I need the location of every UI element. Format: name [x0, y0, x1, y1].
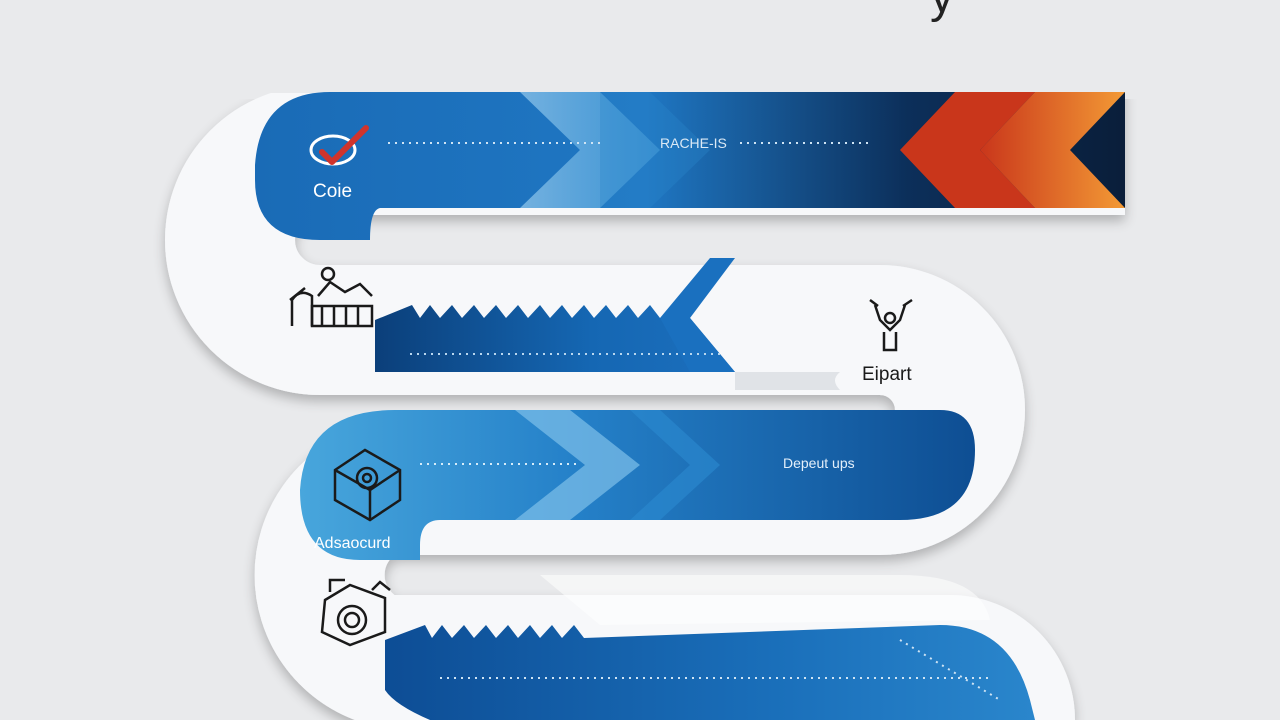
band-3: Depeut ups [300, 410, 975, 560]
robot-arm-icon [869, 298, 913, 352]
checkmark-icon [309, 125, 369, 166]
band-1: RACHE-IS [255, 92, 1125, 240]
orange-chevron-left [900, 92, 1035, 208]
factory-icon [289, 266, 374, 328]
stage-3-label: Eipart [862, 364, 912, 385]
gear-box-icon [333, 448, 402, 522]
stage-1-label: Coie [313, 181, 352, 202]
band-2 [375, 258, 840, 390]
title-fragment: y [930, 0, 954, 23]
engine-icon [320, 578, 391, 647]
band-4 [385, 575, 1035, 720]
stage-5 [320, 578, 391, 647]
band1-text: RACHE-IS [660, 135, 727, 151]
orange-chevron-right [980, 92, 1125, 208]
stage-1: Coie [309, 125, 369, 202]
stage-3: Eipart [862, 298, 913, 385]
stage-4-label: Adsaocurd [314, 535, 391, 552]
stage-2 [289, 266, 374, 328]
band3-text: Depeut ups [783, 455, 855, 471]
stage-4: Adsaocurd [314, 448, 402, 552]
